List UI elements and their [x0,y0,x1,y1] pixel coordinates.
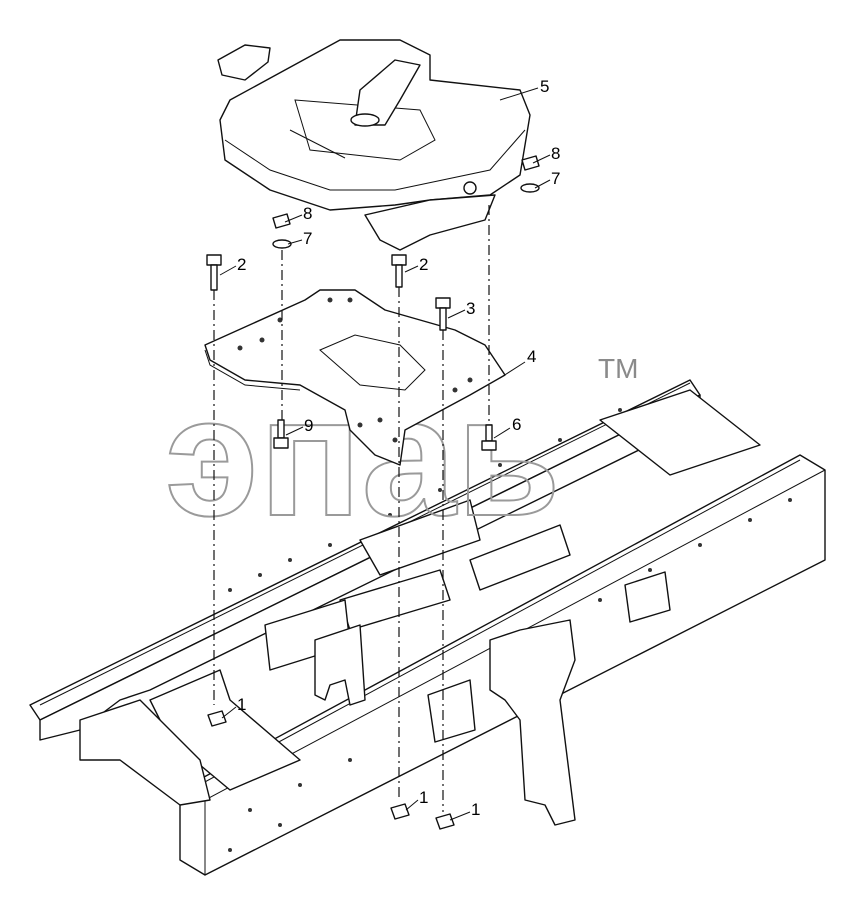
callout-8: 8 [303,204,312,223]
rail-bolt-holes [228,408,792,852]
bolt-6 [481,424,497,451]
callout-9: 9 [304,416,313,435]
callout-1: 1 [419,788,428,807]
mounting-plate [204,289,506,466]
trademark-sign: TM [598,353,638,384]
washer-7-left [272,239,292,249]
chassis-frame [29,379,826,876]
callout-4: 4 [527,347,536,366]
callout-7: 7 [303,229,312,248]
nut-1-bottom-left [390,803,410,820]
callout-3: 3 [466,299,475,318]
assembly-lines [213,205,490,812]
nut-8-left [272,213,291,229]
bolt-2-left [206,254,222,291]
callout-6: 6 [512,415,521,434]
nut-1-bottom-right [435,813,455,830]
callouts: 5 8 7 8 7 2 2 3 4 9 6 1 1 1 [237,77,560,819]
callout-5: 5 [540,77,549,96]
fifth-wheel-coupling [217,39,531,251]
nut-1-frame [207,710,227,727]
callout-1: 1 [471,800,480,819]
fasteners [206,155,540,830]
callout-7: 7 [551,169,560,188]
bolt-2-middle [391,254,407,288]
leader-lines [219,87,551,821]
callout-2: 2 [419,255,428,274]
callout-8: 8 [551,144,560,163]
callout-1: 1 [237,695,246,714]
callout-2: 2 [237,255,246,274]
bolt-9 [273,419,289,449]
nut-8-right [521,155,540,171]
washer-7-right [520,183,540,193]
